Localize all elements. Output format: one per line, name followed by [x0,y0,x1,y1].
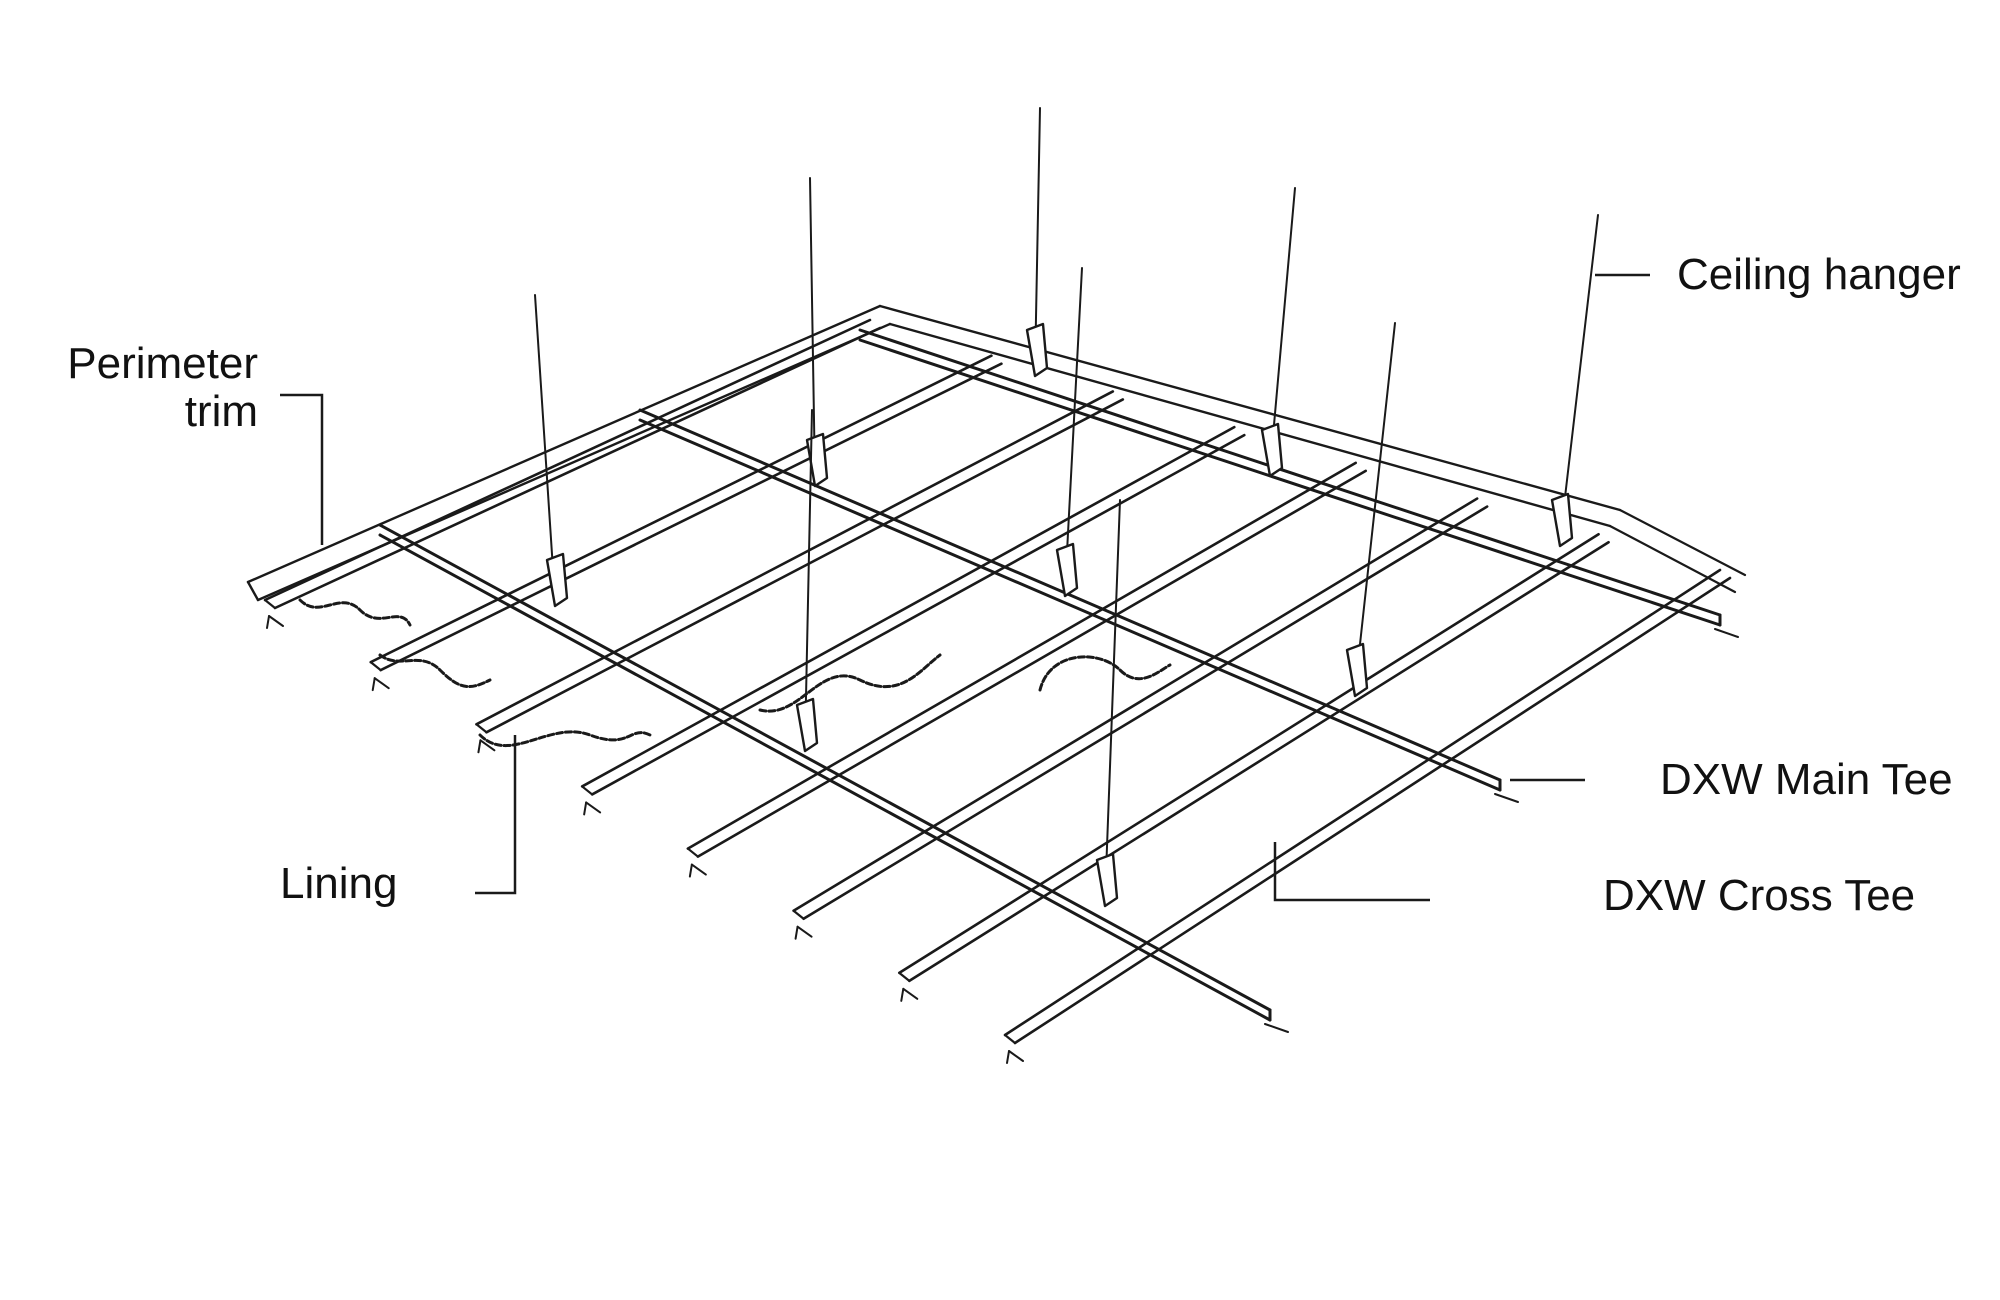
cross-tee [475,723,488,734]
hanger-clip [1095,852,1119,908]
cross-tee [266,615,270,629]
cross-tee [1003,568,1722,1037]
hanger-clip [1345,642,1369,698]
cross-tee [696,469,1368,858]
hanger-wire [1559,214,1599,541]
cross-tee [583,801,588,816]
hanger-clip [1260,422,1284,478]
hanger-wire [809,177,816,481]
cross-tee [1003,1033,1017,1045]
cross-tee [475,390,1115,726]
perimeter-trim-edge [246,304,882,584]
perimeter-trim-edge [888,322,1612,528]
perimeter-trim-label-line1: Perimeter [67,339,258,388]
cross-tee [371,677,376,692]
cross-tee [686,461,1358,850]
cross-tee [479,739,496,752]
lining-strip [378,653,492,689]
cross-tee [590,433,1246,796]
cross-tee [686,847,699,858]
ceiling-hanger-label: Ceiling hanger [1677,250,1961,299]
cross-tee [369,661,382,672]
perimeter-trim-edge [246,580,260,602]
cross-tee [369,354,993,664]
cross-tee [580,425,1236,788]
hanger-clip [545,552,569,608]
hanger-clip [1055,542,1079,598]
cross-tee [585,801,602,814]
perimeter-trim-edge [1608,524,1737,594]
cross-tee [902,987,919,1000]
ceiling-grid-drawing [246,107,1747,1064]
hanger-wire [1269,187,1296,471]
lining-strip [758,653,942,713]
lining-label: Lining [280,859,398,908]
main-tee [1714,628,1739,638]
cross-tee [263,598,277,610]
cross-tee [907,540,1610,983]
hanger-wire [1104,499,1121,901]
hanger-wire [534,294,556,601]
cross-tee [1006,1050,1010,1064]
cross-tee [794,925,799,940]
hanger-wire [1064,267,1083,591]
main-tee [858,338,1722,627]
cross-tee [898,971,911,982]
cross-tee [690,863,707,876]
cross-tee [688,863,693,878]
main-tee [378,523,1272,1012]
perimeter-trim-edge [1618,508,1747,577]
perimeter-trim-label-line2: trim [184,387,258,436]
lining-strip [478,730,652,747]
hanger-wire [804,409,813,746]
perimeter-trim-label: Perimeter trim [0,340,258,436]
lining-strip [1038,655,1172,692]
cross-tee [268,615,284,627]
main-tee [378,533,1272,1022]
cross-tee [263,318,872,602]
cross-tee [792,909,805,920]
perimeter-trim-edge [878,304,1622,512]
cross-tee [792,497,1479,913]
cross-tee [581,785,594,796]
main-tee [858,328,1722,617]
main-tee [1494,793,1519,803]
cross-tee [477,739,482,754]
cross-tee [897,532,1600,975]
cross-tee [273,326,882,610]
cross-tee [485,398,1125,734]
main-tee-label: DXW Main Tee [1660,755,1953,804]
cross-tee [900,987,905,1002]
hanger-clip [1025,322,1049,378]
hanger-clip [1550,492,1574,548]
cross-tee-label: DXW Cross Tee [1603,871,1916,920]
perimeter-trim-leader [280,393,324,545]
cross-tee [373,677,390,690]
hanger-clip [795,697,819,753]
cross-tee [1008,1050,1024,1062]
main-tee [1264,1023,1289,1033]
cross-tee-leader [1273,842,1430,902]
cross-tee [379,362,1003,672]
cross-tee [802,505,1489,921]
cross-tee [1013,576,1732,1045]
lining-strip [298,598,412,627]
leader-lines [280,273,1650,902]
hanger-wire [1354,322,1396,691]
cross-tee [796,925,813,938]
lining-leader [475,735,517,895]
main-tee [638,418,1502,792]
